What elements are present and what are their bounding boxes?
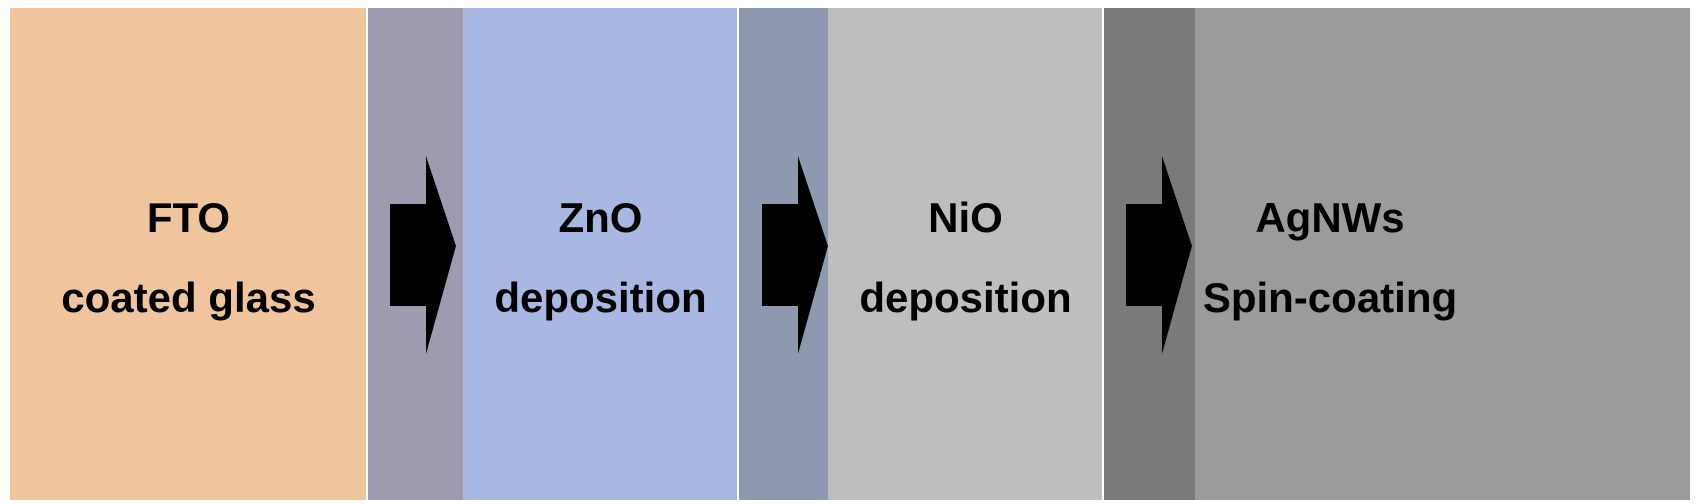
arrow-right-icon — [390, 156, 456, 354]
step-fto-line2: coated glass — [61, 274, 316, 321]
diagram-frame: FTO coated glass ZnO deposition NiO depo… — [10, 8, 1690, 500]
divider-3 — [1102, 8, 1104, 500]
step-zno-line2: deposition — [494, 274, 707, 321]
divider-2 — [737, 8, 739, 500]
step-zno-panel — [463, 8, 738, 500]
divider-1 — [366, 8, 368, 500]
step-nio-line1: NiO — [928, 194, 1003, 241]
step-nio-line2: deposition — [859, 274, 1072, 321]
step-nio-panel — [828, 8, 1103, 500]
step-agnws-label: AgNWs Spin-coating — [1195, 8, 1465, 500]
step-zno-label: ZnO deposition — [463, 8, 738, 500]
step-fto-line1: FTO — [146, 194, 231, 241]
arrow-right-icon — [1126, 156, 1192, 354]
step-fto-panel — [10, 8, 367, 500]
step-nio-label: NiO deposition — [828, 8, 1103, 500]
step-zno-line1: ZnO — [558, 194, 643, 241]
step-fto-label: FTO coated glass — [10, 8, 367, 500]
arrow-right-icon — [762, 156, 828, 354]
step-agnws-panel — [1195, 8, 1690, 500]
step-agnws-line1: AgNWs — [1255, 194, 1405, 241]
step-agnws-line2: Spin-coating — [1202, 274, 1458, 321]
